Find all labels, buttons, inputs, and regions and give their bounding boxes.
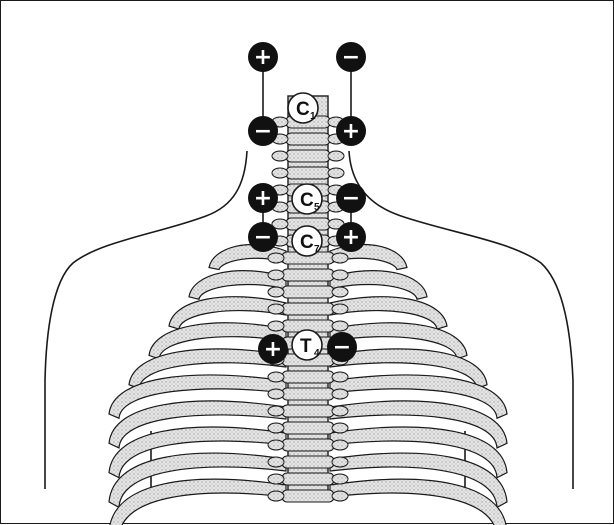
electrode-sign: + — [342, 225, 360, 250]
transverse-process — [268, 406, 284, 416]
transverse-process — [268, 423, 284, 433]
electrode-sign: + — [342, 119, 360, 144]
electrode-t4-right: − — [327, 332, 357, 362]
transverse-process — [332, 253, 348, 263]
transverse-process — [332, 287, 348, 297]
transverse-process — [268, 474, 284, 484]
vertebra-number: 5 — [314, 202, 320, 213]
vertebrae — [268, 116, 348, 502]
electrode-sign: − — [342, 45, 360, 70]
transverse-process — [272, 168, 288, 178]
transverse-process — [332, 440, 348, 450]
vertebra-segment — [286, 133, 330, 145]
transverse-process — [332, 406, 348, 416]
vertebra-letter: T — [300, 336, 312, 357]
transverse-process — [268, 457, 284, 467]
electrode-c1-left-upper: + — [248, 42, 278, 72]
transverse-process — [268, 321, 284, 331]
transverse-process — [268, 287, 284, 297]
transverse-process — [332, 423, 348, 433]
vertebra-label-c7: C 7 — [292, 226, 322, 256]
vertebra-segment — [282, 388, 334, 400]
transverse-process — [332, 372, 348, 382]
vertebra-letter: C — [300, 232, 314, 253]
transverse-process — [268, 372, 284, 382]
vertebra-label-c1: C 1 — [288, 93, 318, 123]
rib — [330, 479, 507, 525]
transverse-process — [328, 151, 344, 161]
vertebra-letter: C — [300, 190, 314, 211]
transverse-process — [272, 151, 288, 161]
vertebra-segment — [282, 269, 334, 281]
transverse-process — [328, 168, 344, 178]
vertebra-segment — [282, 490, 334, 502]
rib — [109, 479, 286, 525]
electrode-c7-left: − — [248, 222, 278, 252]
vertebra-label-c5: C 5 — [292, 184, 322, 214]
vertebra-segment — [282, 473, 334, 485]
transverse-process — [332, 304, 348, 314]
vertebra-segment — [282, 456, 334, 468]
vertebra-segment — [286, 150, 330, 162]
transverse-process — [332, 270, 348, 280]
vertebra-segment — [282, 371, 334, 383]
vertebra-segment — [282, 439, 334, 451]
electrode-sign: − — [342, 186, 360, 211]
vertebra-segment — [282, 303, 334, 315]
vertebra-letter: C — [296, 99, 310, 120]
spinal-column — [268, 96, 348, 502]
electrode-sign: + — [254, 186, 272, 211]
vertebra-segment — [282, 422, 334, 434]
transverse-process — [332, 457, 348, 467]
transverse-process — [268, 253, 284, 263]
vertebra-label-t4: T 4 — [292, 330, 322, 360]
transverse-process — [268, 440, 284, 450]
transverse-process — [268, 491, 284, 501]
vertebra-segment — [286, 167, 330, 179]
transverse-process — [268, 389, 284, 399]
vertebra-segment — [282, 286, 334, 298]
vertebra-number: 4 — [314, 348, 320, 359]
electrode-sign: − — [333, 335, 351, 360]
electrode-sign: + — [254, 45, 272, 70]
electrode-c7-right: + — [336, 222, 366, 252]
transverse-process — [332, 321, 348, 331]
electrode-t4-left: + — [258, 334, 288, 364]
electrode-sign: − — [254, 119, 272, 144]
electrode-c5-left: + — [248, 183, 278, 213]
transverse-process — [332, 389, 348, 399]
electrode-sign: + — [264, 337, 282, 362]
transverse-process — [332, 491, 348, 501]
electrode-sign: − — [254, 225, 272, 250]
vertebra-segment — [282, 405, 334, 417]
vertebra-number: 7 — [314, 244, 320, 255]
vertebra-number: 1 — [310, 111, 316, 122]
electrode-c1-left-lower: − — [248, 116, 278, 146]
electrode-c5-right: − — [336, 183, 366, 213]
transverse-process — [268, 270, 284, 280]
electrode-c1-right-lower: + — [336, 116, 366, 146]
transverse-process — [332, 474, 348, 484]
electrode-c1-right-upper: − — [336, 42, 366, 72]
transverse-process — [268, 304, 284, 314]
